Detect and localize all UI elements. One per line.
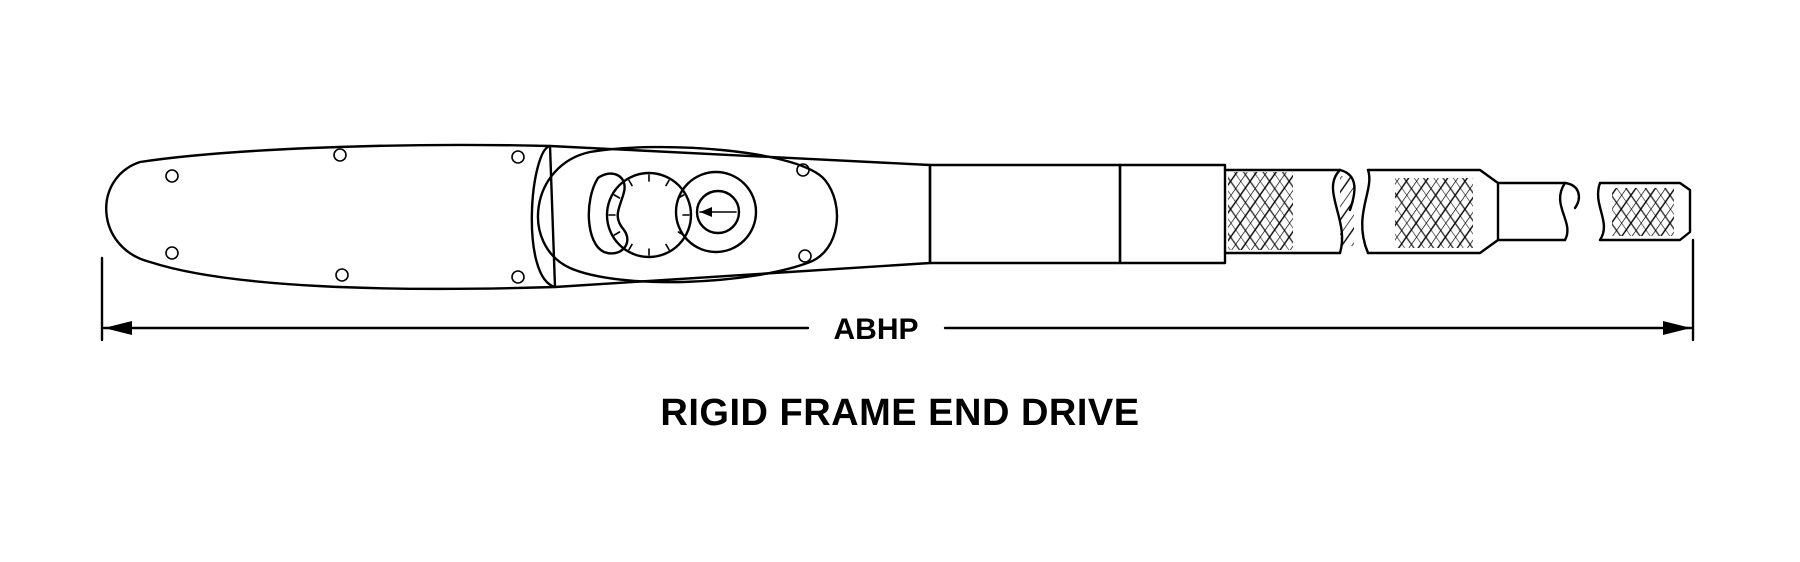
shaft-tube-2 bbox=[1118, 163, 1227, 265]
drive-tip bbox=[1596, 181, 1692, 242]
indicator-window bbox=[674, 170, 758, 254]
handle-grip bbox=[105, 143, 557, 291]
dimension-line: ABHP bbox=[100, 238, 1695, 346]
dial-tick bbox=[613, 194, 621, 199]
dial-tick bbox=[665, 179, 670, 187]
dial-tick bbox=[628, 243, 633, 251]
drive-neck bbox=[1496, 181, 1581, 242]
dial-tick bbox=[665, 243, 670, 251]
dial-tick bbox=[628, 179, 633, 187]
dimension-label: ABHP bbox=[833, 313, 918, 346]
knurled-shaft-middle bbox=[1361, 168, 1500, 255]
knurled-shaft-left bbox=[1223, 168, 1356, 255]
diagram-caption: RIGID FRAME END DRIVE bbox=[660, 392, 1140, 434]
grip-rivets bbox=[165, 148, 525, 284]
shaft-tube-1 bbox=[928, 163, 1122, 265]
dial-tick bbox=[613, 231, 621, 236]
dial-housing bbox=[530, 144, 932, 289]
dial-plate bbox=[536, 145, 839, 284]
torque-dial bbox=[605, 171, 693, 259]
head-screws bbox=[796, 163, 812, 263]
